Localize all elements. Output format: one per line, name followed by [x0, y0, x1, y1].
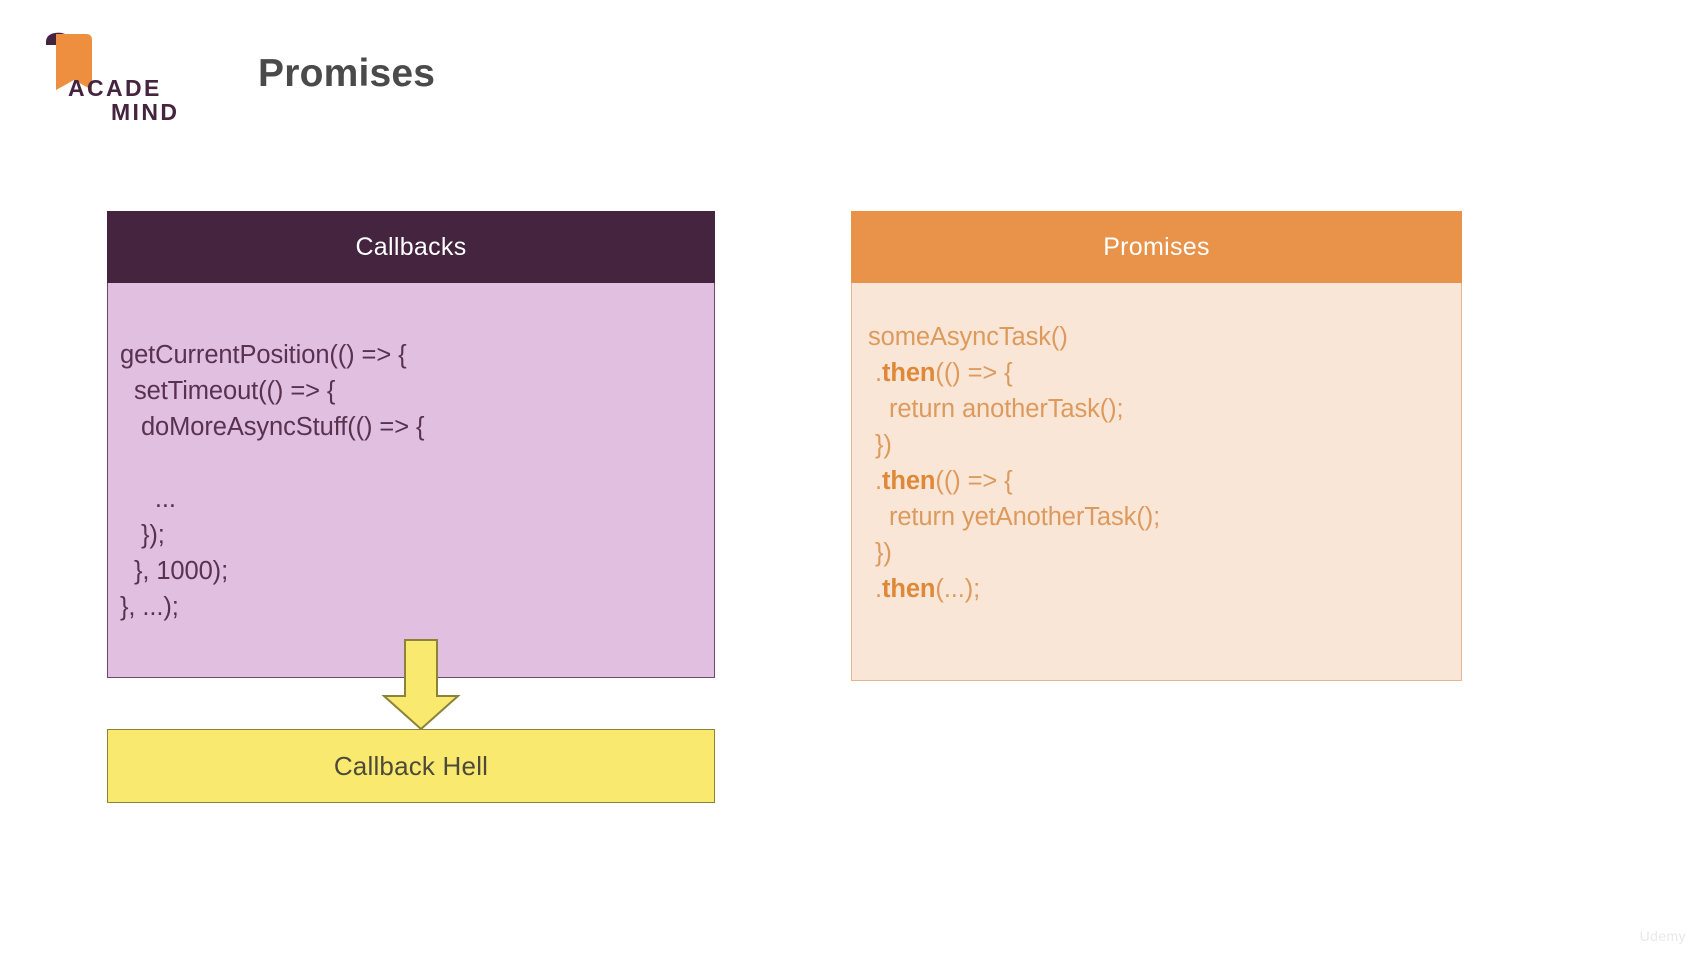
udemy-watermark: Udemy	[1639, 928, 1686, 944]
svg-text:ACADE: ACADE	[68, 75, 162, 101]
academind-logo: ACADE MIND	[44, 28, 219, 123]
callback-hell-label: Callback Hell	[333, 750, 489, 781]
down-arrow-icon	[381, 639, 461, 731]
code-line: });	[120, 521, 165, 549]
callbacks-card: Callbacks getCurrentPosition(() => { set…	[107, 211, 715, 678]
code-line: getCurrentPosition(() => {	[120, 341, 407, 369]
promises-card-header: Promises	[851, 211, 1462, 283]
code-line: doMoreAsyncStuff(() => {	[120, 413, 425, 441]
callback-hell-banner: Callback Hell	[107, 729, 715, 803]
callbacks-card-title: Callbacks	[355, 232, 467, 261]
code-line: return yetAnotherTask();	[868, 503, 1161, 531]
code-line: return anotherTask();	[868, 395, 1124, 423]
code-line: }, ...);	[120, 593, 179, 621]
promises-card-title: Promises	[1103, 232, 1210, 261]
code-line	[120, 445, 714, 481]
code-line: })	[868, 539, 892, 567]
code-line: someAsyncTask()	[868, 323, 1068, 351]
code-line: .then(() => {	[868, 467, 1013, 495]
code-line: }, 1000);	[120, 557, 229, 585]
code-line: })	[868, 431, 892, 459]
code-line: setTimeout(() => {	[120, 377, 336, 405]
code-line: ...	[120, 485, 176, 513]
code-line: .then(() => {	[868, 359, 1013, 387]
code-line: .then(...);	[868, 575, 981, 603]
callbacks-code-block: getCurrentPosition(() => { setTimeout(()…	[107, 283, 715, 678]
callbacks-card-header: Callbacks	[107, 211, 715, 283]
svg-text:MIND: MIND	[111, 99, 179, 123]
page-title: Promises	[258, 52, 436, 95]
promises-card: Promises someAsyncTask() .then(() => { r…	[851, 211, 1462, 681]
promises-code-block: someAsyncTask() .then(() => { return ano…	[851, 283, 1462, 681]
